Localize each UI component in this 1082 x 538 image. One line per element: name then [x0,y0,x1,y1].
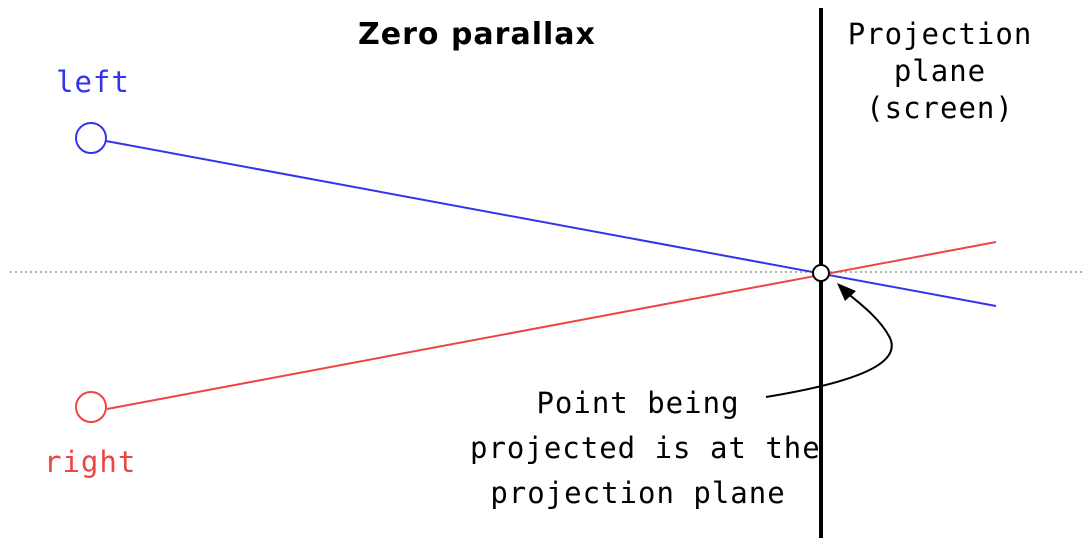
right-eye-ray [106,241,997,410]
projected-point-annotation: Point being projected is at the projecti… [470,381,821,516]
projection-plane-label-line-1: Projection [847,17,1033,51]
left-eye-circle [75,122,107,154]
projected-point [812,264,830,282]
right-eye-circle [75,391,107,423]
diagram-title: Zero parallax [358,17,596,52]
annotation-line-2: projected is at the [470,431,821,465]
annotation-line-3: projection plane [490,476,786,510]
left-eye-ray [105,140,997,307]
right-eye-label: right [44,445,137,479]
projection-plane-label-line-2: plane [893,54,987,88]
projection-plane-label-line-3: (screen) [866,91,1014,125]
left-eye-label: left [56,65,130,99]
annotation-line-1: Point being [536,386,740,420]
projection-plane-label: Projection plane (screen) [840,16,1040,127]
pointer-arrow-curve [765,291,893,398]
pointer-arrow-head [837,283,856,301]
